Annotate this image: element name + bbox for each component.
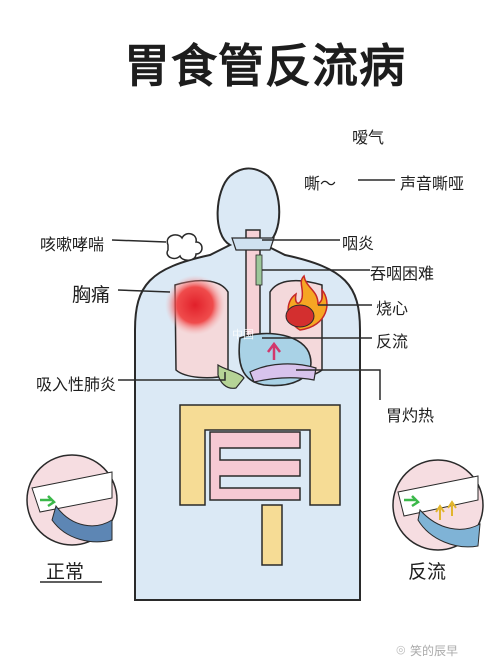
leader-chest-pain bbox=[117, 289, 171, 293]
label-heartburn: 烧心 bbox=[376, 299, 409, 318]
label-stomach-burn: 胃灼热 bbox=[386, 406, 435, 425]
label-pharyngitis: 咽炎 bbox=[342, 234, 375, 253]
label-cough-asthma: 咳嗽哮喘 bbox=[40, 235, 105, 254]
label-aspiration-pneumonia: 吸入性肺炎 bbox=[36, 375, 117, 394]
large-intestine bbox=[179, 404, 341, 506]
label-reflux-bottom: 反流 bbox=[408, 561, 447, 583]
label-hoarse-cry: 嘶～ bbox=[304, 174, 337, 193]
pharynx-tube bbox=[231, 237, 275, 251]
pancreas bbox=[249, 363, 317, 383]
reflux-arrow bbox=[267, 341, 281, 360]
larynx-ridges bbox=[255, 254, 263, 286]
label-hoarseness: 声音嘶哑 bbox=[400, 174, 465, 193]
chest-pain-glow bbox=[165, 275, 225, 335]
leader-pneumonia bbox=[118, 372, 226, 381]
heart-icon bbox=[285, 304, 315, 328]
label-hiccup: 嗳气 bbox=[352, 128, 385, 147]
normal-zoom bbox=[26, 454, 118, 546]
leader-cough bbox=[111, 239, 167, 243]
leader-stomach-burn bbox=[296, 369, 381, 400]
watermark-icon: ◎ bbox=[396, 643, 406, 656]
reflux-zoom bbox=[392, 459, 484, 551]
label-reflux: 反流 bbox=[376, 332, 409, 351]
label-chest-pain: 胸痛 bbox=[72, 284, 111, 306]
watermark: 笑的辰早 bbox=[410, 644, 459, 658]
rectum bbox=[261, 504, 283, 566]
page-title: 胃食管反流病 bbox=[124, 39, 406, 93]
center-watermark: 中国 bbox=[232, 328, 254, 341]
cough-puff-icon bbox=[166, 232, 203, 261]
small-intestine bbox=[209, 431, 301, 501]
label-dysphagia: 吞咽困难 bbox=[370, 264, 435, 283]
label-normal: 正常 bbox=[46, 561, 85, 583]
